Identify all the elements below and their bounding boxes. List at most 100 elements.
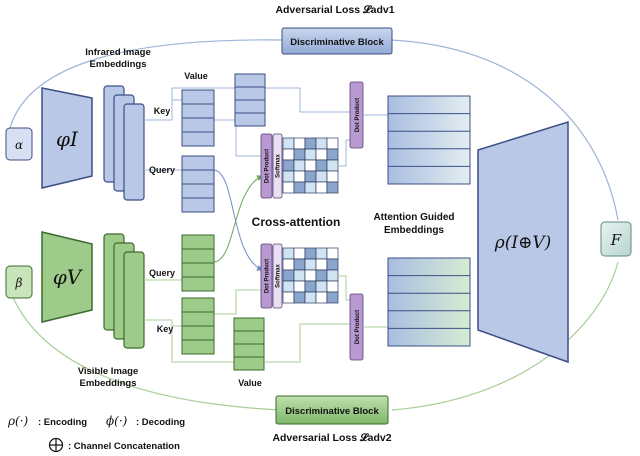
attention-cell	[282, 291, 295, 304]
attention-cell	[315, 269, 328, 282]
bottom-attention-map	[282, 247, 339, 304]
bottom-key-label: Key	[157, 324, 174, 334]
adversarial-loss-1-label: Adversarial Loss 𝓛adv1	[275, 3, 394, 16]
visible-embeddings-label-1: Visible Image	[78, 366, 139, 377]
visible-encoder	[41, 231, 93, 323]
attention-cell	[293, 280, 306, 293]
alpha-label: α	[15, 138, 23, 152]
attention-cell	[315, 181, 328, 194]
circle-plus-icon	[48, 437, 64, 453]
attention-cell	[282, 258, 295, 271]
beta-label: β	[15, 276, 23, 290]
attention-cell	[293, 269, 306, 282]
infrared-encoder-label: φI	[56, 127, 79, 151]
bottom-guided-embedding	[387, 257, 471, 347]
attention-cell	[293, 181, 306, 194]
infrared-encoder	[41, 87, 93, 189]
attention-cell	[326, 258, 339, 271]
attention-cell	[304, 258, 317, 271]
attention-cell	[326, 291, 339, 304]
attention-cell	[282, 269, 295, 282]
top-attn-to-dot-connector	[337, 139, 350, 167]
attention-cell	[304, 159, 317, 172]
visible-encoder-label: φV	[53, 265, 84, 289]
bottom-right-dot-product: Dot Product	[349, 293, 364, 361]
attention-cell	[304, 269, 317, 282]
legend-decoding-label: : Decoding	[136, 417, 185, 428]
legend-encoding-label: : Encoding	[38, 417, 87, 428]
attention-cell	[315, 258, 328, 271]
cross-attention-label: Cross-attention	[252, 215, 341, 229]
svg-text:Dot Product: Dot Product	[355, 310, 361, 344]
attention-cell	[326, 247, 339, 260]
attention-cell	[315, 137, 328, 150]
attention-cell	[315, 247, 328, 260]
infrared-embedding-stack	[103, 85, 145, 201]
svg-text:Dot Product: Dot Product	[355, 98, 361, 132]
attention-cell	[282, 247, 295, 260]
attention-cell	[326, 148, 339, 161]
top-softmax-bar: Softmax	[272, 133, 283, 199]
attention-cell	[315, 159, 328, 172]
top-query-label: Query	[149, 165, 175, 175]
attention-cell	[315, 280, 328, 293]
bottom-key-stack	[181, 297, 215, 355]
bottom-softmax-bar: Softmax	[272, 243, 283, 309]
attention-cell	[304, 280, 317, 293]
attention-cell	[282, 137, 295, 150]
decoder-label: ρ(I⊕V)	[494, 233, 552, 253]
bottom-value-stack	[233, 317, 265, 371]
infrared-embeddings-label-1: Infrared Image	[85, 47, 150, 58]
guided-embeddings-label-1: Attention Guided	[373, 212, 454, 223]
top-value-label: Value	[184, 71, 208, 81]
attention-cell	[326, 137, 339, 150]
discriminative-block-top-label: Discriminative Block	[290, 37, 384, 48]
top-right-dot-product: Dot Product	[349, 81, 364, 149]
discriminative-block-top	[281, 27, 393, 55]
bottom-query-label: Query	[149, 268, 175, 278]
attention-cell	[293, 291, 306, 304]
attention-cell	[293, 247, 306, 260]
infrared-embeddings-label-2: Embeddings	[89, 59, 146, 70]
cross-link-infrared-query	[213, 169, 263, 271]
attention-cell	[282, 181, 295, 194]
attention-cell	[326, 181, 339, 194]
legend-concat-label: : Channel Concatenation	[68, 441, 180, 452]
attention-cell	[293, 258, 306, 271]
attention-cell	[304, 170, 317, 183]
attention-cell	[293, 159, 306, 172]
top-key-stack	[181, 89, 215, 147]
visible-embeddings-label-2: Embeddings	[79, 378, 136, 389]
bottom-value-label: Value	[238, 378, 262, 388]
attention-cell	[282, 280, 295, 293]
cross-link-visible-query	[213, 175, 263, 263]
attention-cell	[326, 269, 339, 282]
attention-cell	[315, 291, 328, 304]
svg-text:Dot Product: Dot Product	[265, 149, 271, 183]
top-guided-embedding	[387, 95, 471, 185]
svg-text:Softmax: Softmax	[276, 264, 282, 288]
attention-cell	[304, 181, 317, 194]
top-key-label: Key	[154, 106, 171, 116]
top-attention-map	[282, 137, 339, 194]
beta-input-box	[5, 265, 33, 299]
attention-cell	[304, 291, 317, 304]
attention-cell	[304, 247, 317, 260]
svg-text:Dot Product: Dot Product	[265, 259, 271, 293]
attention-cell	[293, 148, 306, 161]
attention-cell	[315, 170, 328, 183]
discriminative-block-bottom	[275, 395, 389, 425]
top-query-stack	[181, 155, 215, 213]
legend-rho-symbol: ρ(·)	[7, 414, 29, 428]
attention-cell	[282, 159, 295, 172]
legend: ρ(·) : Encoding ϕ(·) : Decoding : Channe…	[7, 414, 185, 453]
visible-qkv-connectors	[144, 279, 350, 363]
top-value-stack	[234, 73, 266, 127]
attention-cell	[282, 148, 295, 161]
bottom-attn-to-dot-connector	[337, 275, 350, 301]
decoder-block	[477, 120, 569, 364]
top-dot-product-bar: Dot Product	[260, 133, 273, 199]
adversarial-loss-2-label: Adversarial Loss 𝓛adv2	[272, 431, 391, 444]
attention-cell	[315, 148, 328, 161]
